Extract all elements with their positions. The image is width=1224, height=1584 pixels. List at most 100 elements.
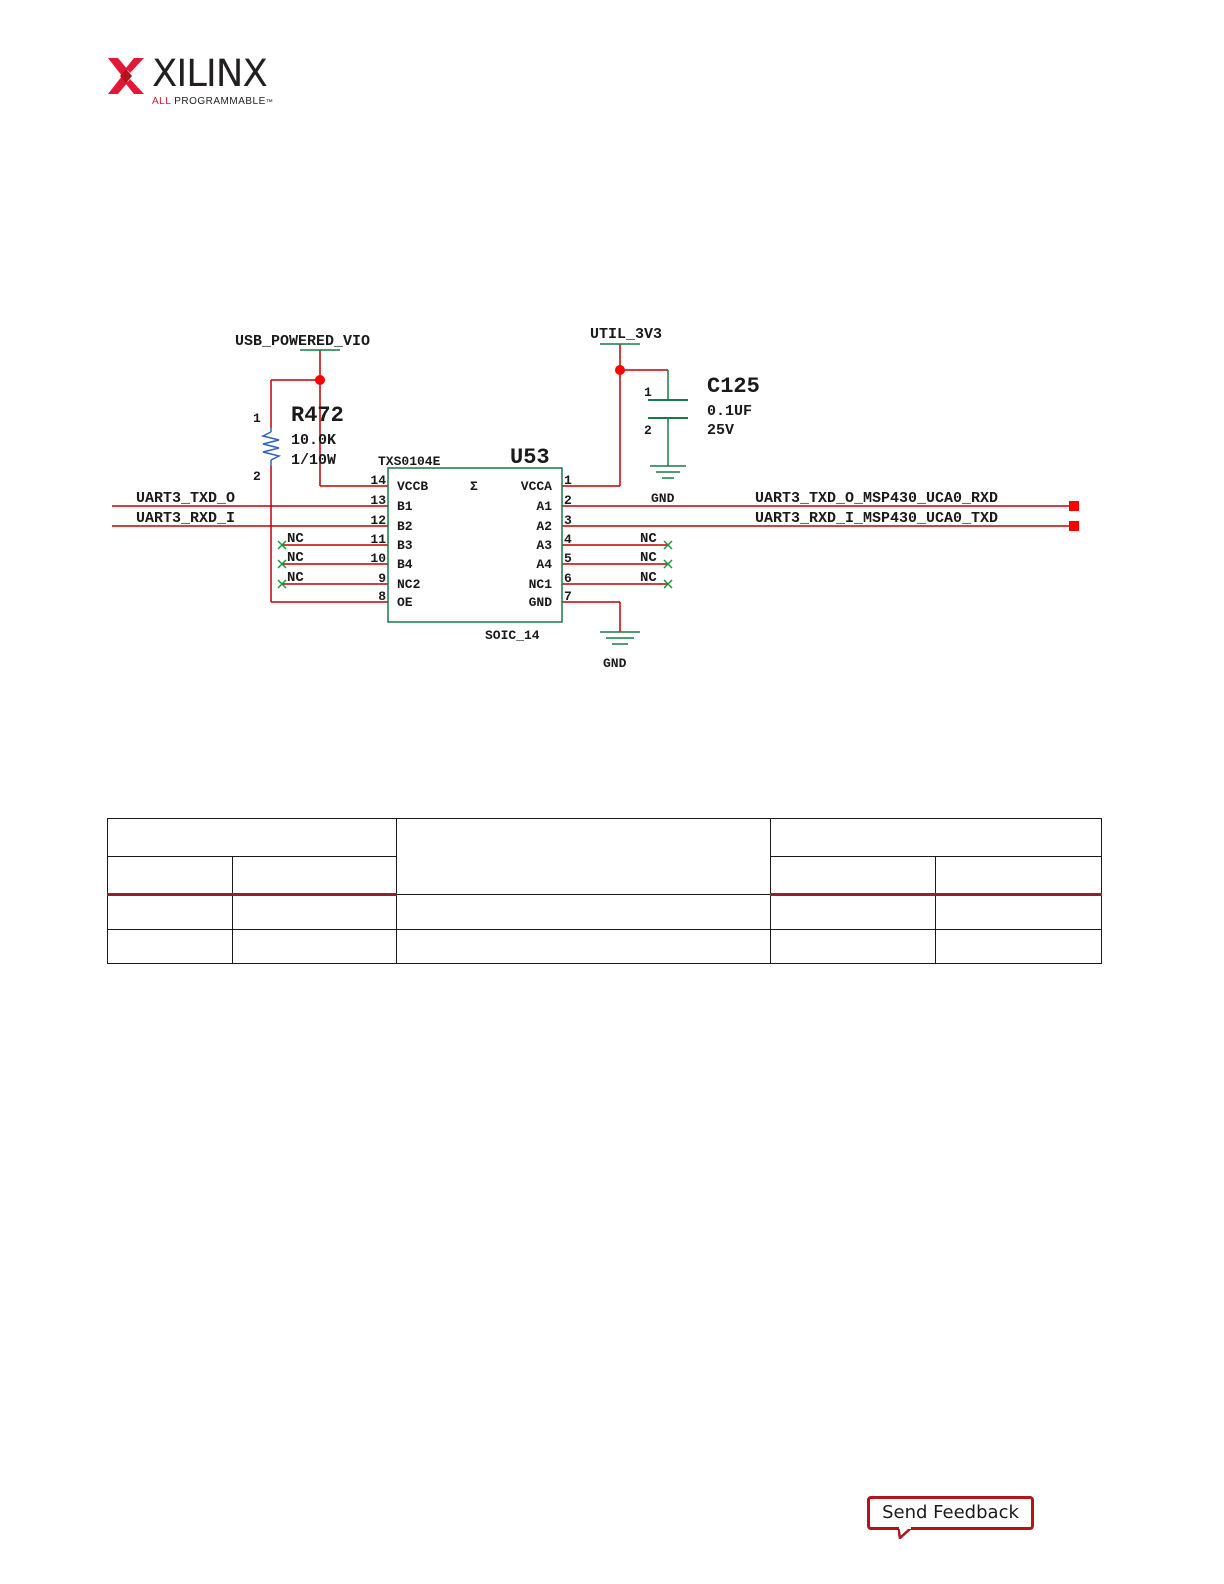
nc-label: NC — [287, 550, 304, 566]
feedback-tail-icon — [898, 1527, 912, 1539]
left-pin-name: B3 — [397, 538, 413, 553]
c125-voltage: 25V — [707, 422, 734, 439]
right-pin-number: 2 — [564, 493, 572, 508]
table-subheader — [935, 856, 1102, 896]
table-subheader — [107, 856, 233, 896]
right-pin-number: 1 — [564, 473, 572, 488]
table-header-group-left — [107, 818, 397, 857]
left-pin-name: VCCB — [397, 479, 428, 494]
signal-msp430-uca0-txd: UART3_RXD_I_MSP430_UCA0_TXD — [755, 510, 998, 527]
left-pins: 14 VCCB 13 B1 12 B2 11 B3 10 B4 9 NC2 8 OE — [370, 473, 428, 610]
nc-label: NC — [640, 550, 657, 566]
wires — [112, 344, 1072, 632]
right-pin-number: 4 — [564, 532, 572, 547]
nc-markers: NC NC NC NC NC NC — [277, 531, 673, 589]
signal-table — [107, 818, 1102, 964]
junction-dot — [615, 365, 625, 375]
offpage-port-rxd — [1069, 501, 1079, 511]
table-subheader — [232, 856, 397, 896]
net-util-3v3: UTIL_3V3 — [590, 326, 662, 343]
signal-uart3-rxd-i: UART3_RXD_I — [136, 510, 235, 527]
right-pin-name: A4 — [536, 557, 552, 572]
r472-power: 1/10W — [291, 452, 336, 469]
left-pin-number: 12 — [370, 513, 386, 528]
left-pin-number: 11 — [370, 532, 386, 547]
logo-wordmark: XILINX — [152, 52, 268, 95]
nc-x-icon — [663, 559, 673, 569]
ic-part-number: TXS0104E — [378, 454, 441, 469]
ic-ref: U53 — [510, 445, 550, 470]
logo-tagline: ALL PROGRAMMABLE™ — [152, 96, 273, 107]
right-pin-name: GND — [529, 595, 553, 610]
capacitor-c125: 1 2 C125 0.1UF 25V GND — [644, 370, 760, 506]
right-pin-name: VCCA — [521, 479, 552, 494]
xilinx-logo: XILINX ALL PROGRAMMABLE™ — [106, 52, 296, 114]
c125-value: 0.1UF — [707, 403, 752, 420]
left-pin-name: B4 — [397, 557, 413, 572]
c125-ref: C125 — [707, 374, 760, 399]
nc-x-icon — [663, 540, 673, 550]
logo-tag-tm: ™ — [265, 99, 274, 106]
left-pin-number: 8 — [378, 589, 386, 604]
right-pin-number: 3 — [564, 513, 572, 528]
power-nets: USB_POWERED_VIO UTIL_3V3 — [235, 326, 662, 385]
signal-msp430-uca0-rxd: UART3_TXD_O_MSP430_UCA0_RXD — [755, 490, 998, 507]
logo-tag-all: ALL — [152, 96, 171, 107]
xilinx-logo-icon — [108, 58, 144, 94]
nc-label: NC — [640, 531, 657, 547]
nc-x-icon — [277, 540, 287, 550]
nc-marker: NC — [640, 550, 673, 569]
left-pin-number: 14 — [370, 473, 386, 488]
left-pin-number: 9 — [378, 571, 386, 586]
table-header-description — [396, 818, 771, 895]
net-usb-powered-vio: USB_POWERED_VIO — [235, 333, 370, 350]
right-pin-name: NC1 — [529, 577, 553, 592]
table-subheader — [770, 856, 936, 896]
c125-pin1: 1 — [644, 385, 652, 400]
nc-x-icon — [277, 579, 287, 589]
r472-value: 10.0K — [291, 432, 336, 449]
r472-ref: R472 — [291, 403, 344, 428]
signal-uart3-txd-o: UART3_TXD_O — [136, 490, 235, 507]
left-pin-name: NC2 — [397, 577, 421, 592]
resistor-r472: 1 2 R472 10.0K 1/10W — [253, 403, 344, 484]
junction-dot — [315, 375, 325, 385]
ic-sigma-icon: Σ — [470, 479, 478, 494]
right-pin-number: 6 — [564, 571, 572, 586]
left-pin-name: B2 — [397, 519, 413, 534]
right-pin-name: A1 — [536, 499, 552, 514]
right-pin-number: 5 — [564, 551, 572, 566]
nc-x-icon — [277, 559, 287, 569]
table-header-group-right — [770, 818, 1102, 857]
left-pin-number: 13 — [370, 493, 386, 508]
r472-pin1: 1 — [253, 411, 261, 426]
table-row — [107, 894, 1102, 930]
send-feedback-button[interactable]: Send Feedback — [867, 1496, 1034, 1530]
c125-pin2: 2 — [644, 423, 652, 438]
nc-label: NC — [287, 531, 304, 547]
ic-body — [387, 467, 563, 623]
left-pin-name: OE — [397, 595, 413, 610]
table-row — [107, 929, 1102, 964]
right-pin-name: A3 — [536, 538, 552, 553]
nc-marker: NC — [277, 531, 304, 550]
nc-x-icon — [663, 579, 673, 589]
nc-marker: NC — [277, 570, 304, 589]
left-pin-name: B1 — [397, 499, 413, 514]
r472-pin2: 2 — [253, 469, 261, 484]
nc-label: NC — [640, 570, 657, 586]
right-pin-number: 7 — [564, 589, 572, 604]
ic-package: SOIC_14 — [485, 628, 540, 643]
nc-marker: NC — [640, 531, 673, 550]
c125-gnd-label: GND — [651, 491, 675, 506]
nc-marker: NC — [640, 570, 673, 589]
gnd-symbol: GND — [600, 631, 640, 671]
level-shifter-schematic: 1 2 R472 10.0K 1/10W USB_POWERED_VIO UTI… — [112, 326, 1079, 671]
nc-marker: NC — [277, 550, 304, 569]
offpage-port-txd — [1069, 521, 1079, 531]
left-pin-number: 10 — [370, 551, 386, 566]
logo-tag-programmable: PROGRAMMABLE — [170, 96, 266, 107]
gnd-label: GND — [603, 656, 627, 671]
